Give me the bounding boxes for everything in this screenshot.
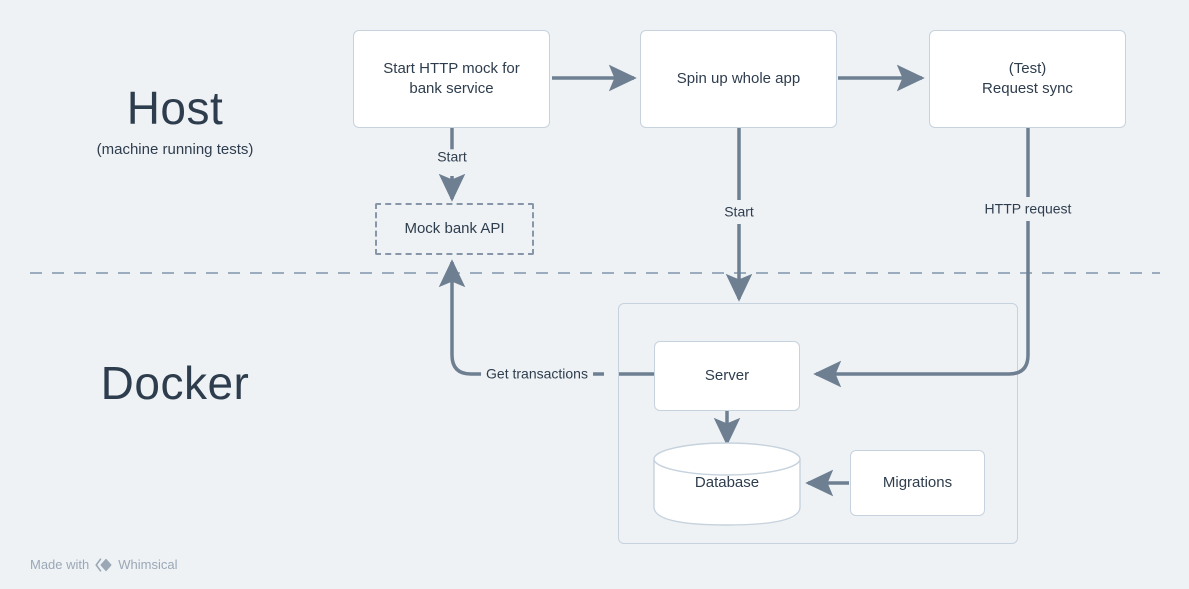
- node-server[interactable]: Server: [654, 341, 800, 411]
- node-server-label: Server: [704, 366, 750, 384]
- node-request-sync[interactable]: (Test) Request sync: [929, 30, 1126, 128]
- zone-docker: Docker: [30, 360, 320, 406]
- node-spin-up-app[interactable]: Spin up whole app: [640, 30, 837, 128]
- edge-label-http-request: HTTP request: [979, 200, 1077, 217]
- watermark-prefix: Made with: [30, 557, 90, 572]
- zone-docker-title: Docker: [100, 357, 250, 409]
- node-migrations[interactable]: Migrations: [850, 450, 985, 516]
- node-database-label: Database: [694, 474, 760, 491]
- node-spin-up-app-label: Spin up whole app: [676, 69, 801, 87]
- edge-server-to-mockapi-left: [438, 259, 604, 376]
- edge-label-start-container: Start: [719, 203, 759, 220]
- zone-host: Host (machine running tests): [30, 85, 320, 158]
- node-mock-bank-api-label: Mock bank API: [404, 219, 505, 237]
- edge-test-to-server-lower: [813, 221, 1030, 388]
- whimsical-diamond-icon: [95, 557, 112, 572]
- edge-label-get-transactions: Get transactions: [481, 365, 593, 382]
- zone-host-title: Host: [126, 82, 224, 134]
- zone-host-subtitle: (machine running tests): [96, 141, 254, 158]
- edge-label-start-mockapi: Start: [432, 148, 472, 165]
- node-start-http-mock[interactable]: Start HTTP mock for bank service: [353, 30, 550, 128]
- node-request-sync-label: (Test) Request sync: [982, 59, 1073, 97]
- node-migrations-label: Migrations: [882, 473, 953, 491]
- docker-container-group: [618, 303, 1018, 544]
- watermark-brand: Whimsical: [118, 557, 178, 572]
- node-mock-bank-api[interactable]: Mock bank API: [375, 203, 534, 255]
- database-cylinder: [653, 442, 801, 526]
- watermark: Made with Whimsical: [30, 557, 177, 572]
- node-start-http-mock-label: Start HTTP mock for bank service: [383, 59, 520, 97]
